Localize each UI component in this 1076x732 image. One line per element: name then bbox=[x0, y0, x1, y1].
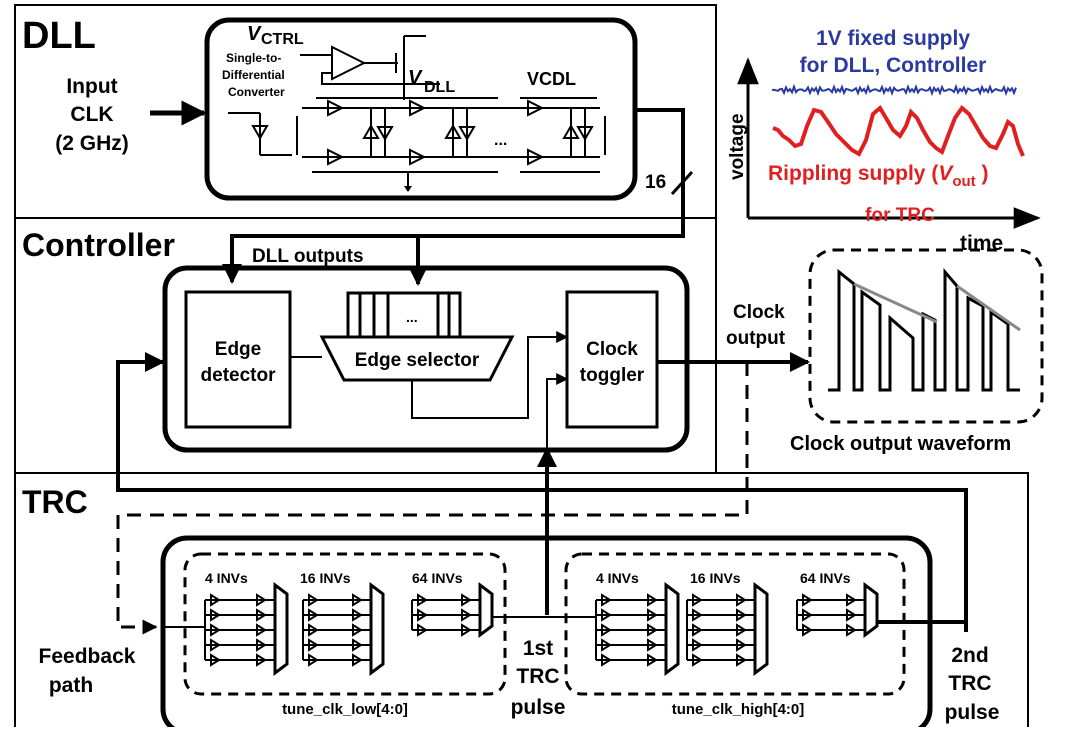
vdll-subscript: DLL bbox=[424, 79, 455, 96]
input-clk-label-3: (2 GHz) bbox=[55, 132, 129, 155]
s2d-label-3: Converter bbox=[228, 85, 285, 99]
clock-toggler-box bbox=[565, 290, 659, 429]
input-clk-label-1: Input bbox=[66, 75, 117, 98]
controller-section-title: Controller bbox=[22, 227, 175, 263]
rippling-supply-v: V bbox=[938, 162, 954, 185]
vcdl-label: VCDL bbox=[527, 69, 576, 89]
clock-output-label-1: Clock bbox=[733, 302, 785, 323]
edge-detector-box bbox=[184, 290, 292, 429]
controller-block: DLL outputs Edge detector ... Edge selec… bbox=[162, 236, 810, 453]
supply-plot: voltage time 1V fixed supply for DLL, Co… bbox=[727, 27, 1041, 255]
trc-section-title: TRC bbox=[22, 484, 88, 520]
rippling-supply-waveform bbox=[772, 104, 1025, 157]
second-trc-pulse-label-1: 2nd bbox=[951, 644, 988, 667]
vdll-label: V bbox=[408, 67, 423, 89]
vctrl-label: V bbox=[247, 23, 262, 45]
s2d-label-2: Differential bbox=[222, 68, 285, 82]
first-trc-pulse-label-2: TRC bbox=[516, 665, 559, 688]
fixed-supply-label-2: for DLL, Controller bbox=[800, 54, 987, 77]
trc-core-box bbox=[160, 535, 933, 732]
high-16invs-label: 16 INVs bbox=[690, 570, 741, 586]
bus-width-label: 16 bbox=[645, 172, 666, 193]
controller-box bbox=[162, 265, 690, 453]
high-64invs-label: 64 INVs bbox=[800, 570, 851, 586]
section-frames bbox=[14, 4, 1029, 727]
dll-block: Input CLK (2 GHz) V CTRL V DLL Single-to… bbox=[55, 17, 694, 238]
clock-waveform-box bbox=[808, 248, 1044, 424]
rippling-supply-suffix: ) bbox=[976, 162, 989, 185]
fixed-supply-label-1: 1V fixed supply bbox=[816, 27, 970, 50]
edge-selector-label: Edge selector bbox=[355, 350, 480, 371]
low-64invs-label: 64 INVs bbox=[412, 570, 463, 586]
clock-toggler-label-2: toggler bbox=[580, 365, 645, 386]
clock-waveform-trace bbox=[828, 267, 1020, 392]
dll-section-title: DLL bbox=[22, 15, 96, 57]
feedback-paths bbox=[116, 352, 968, 635]
high-4invs-label: 4 INVs bbox=[596, 570, 639, 586]
edge-detector-label-1: Edge bbox=[215, 339, 261, 360]
tune-low-group bbox=[183, 552, 507, 696]
edge-detector-label-2: detector bbox=[201, 365, 277, 386]
tune-clk-low-label: tune_clk_low[4:0] bbox=[282, 701, 408, 718]
low-4invs-label: 4 INVs bbox=[205, 570, 248, 586]
clock-waveform-panel: Clock output waveform bbox=[790, 248, 1044, 455]
rippling-supply-label-1: Rippling supply (Vout ) bbox=[768, 162, 989, 190]
fixed-supply-waveform bbox=[771, 83, 1017, 97]
feedback-path-label-2: path bbox=[49, 674, 93, 697]
dll-outputs-label: DLL outputs bbox=[252, 246, 364, 267]
first-trc-pulse-label-1: 1st bbox=[523, 637, 553, 660]
trc-inverter-chains bbox=[163, 582, 966, 676]
edge-selector-registers bbox=[346, 291, 462, 339]
rippling-supply-label-2: for TRC bbox=[865, 205, 935, 226]
first-trc-pulse-label-3: pulse bbox=[511, 696, 566, 719]
rippling-supply-subscript: out bbox=[952, 173, 975, 190]
low-16invs-label: 16 INVs bbox=[300, 570, 351, 586]
vcdl-inverters bbox=[327, 99, 594, 166]
input-clk-label-2: CLK bbox=[70, 103, 113, 126]
clock-waveform-caption: Clock output waveform bbox=[790, 433, 1011, 455]
second-trc-pulse-label-2: TRC bbox=[948, 672, 991, 695]
feedback-path-label-1: Feedback bbox=[39, 645, 136, 668]
trc-block: 4 INVs 16 INVs 64 INVs 4 INVs 16 INVs 64… bbox=[39, 535, 1000, 732]
clock-toggler-label-1: Clock bbox=[586, 339, 638, 360]
clock-output-label-2: output bbox=[726, 328, 786, 349]
voltage-axis-label: voltage bbox=[727, 113, 748, 180]
edge-selector-dots: ... bbox=[406, 309, 418, 325]
tune-clk-high-label: tune_clk_high[4:0] bbox=[672, 701, 805, 718]
time-axis-label: time bbox=[960, 232, 1003, 255]
s2d-label-1: Single-to- bbox=[226, 51, 281, 65]
tune-high-group bbox=[564, 552, 906, 696]
vcdl-dots: ... bbox=[494, 132, 507, 149]
second-trc-pulse-label-3: pulse bbox=[945, 701, 1000, 724]
rippling-supply-prefix: Rippling supply ( bbox=[768, 162, 938, 185]
edge-selector-mux bbox=[319, 335, 515, 382]
vctrl-subscript: CTRL bbox=[261, 31, 304, 48]
